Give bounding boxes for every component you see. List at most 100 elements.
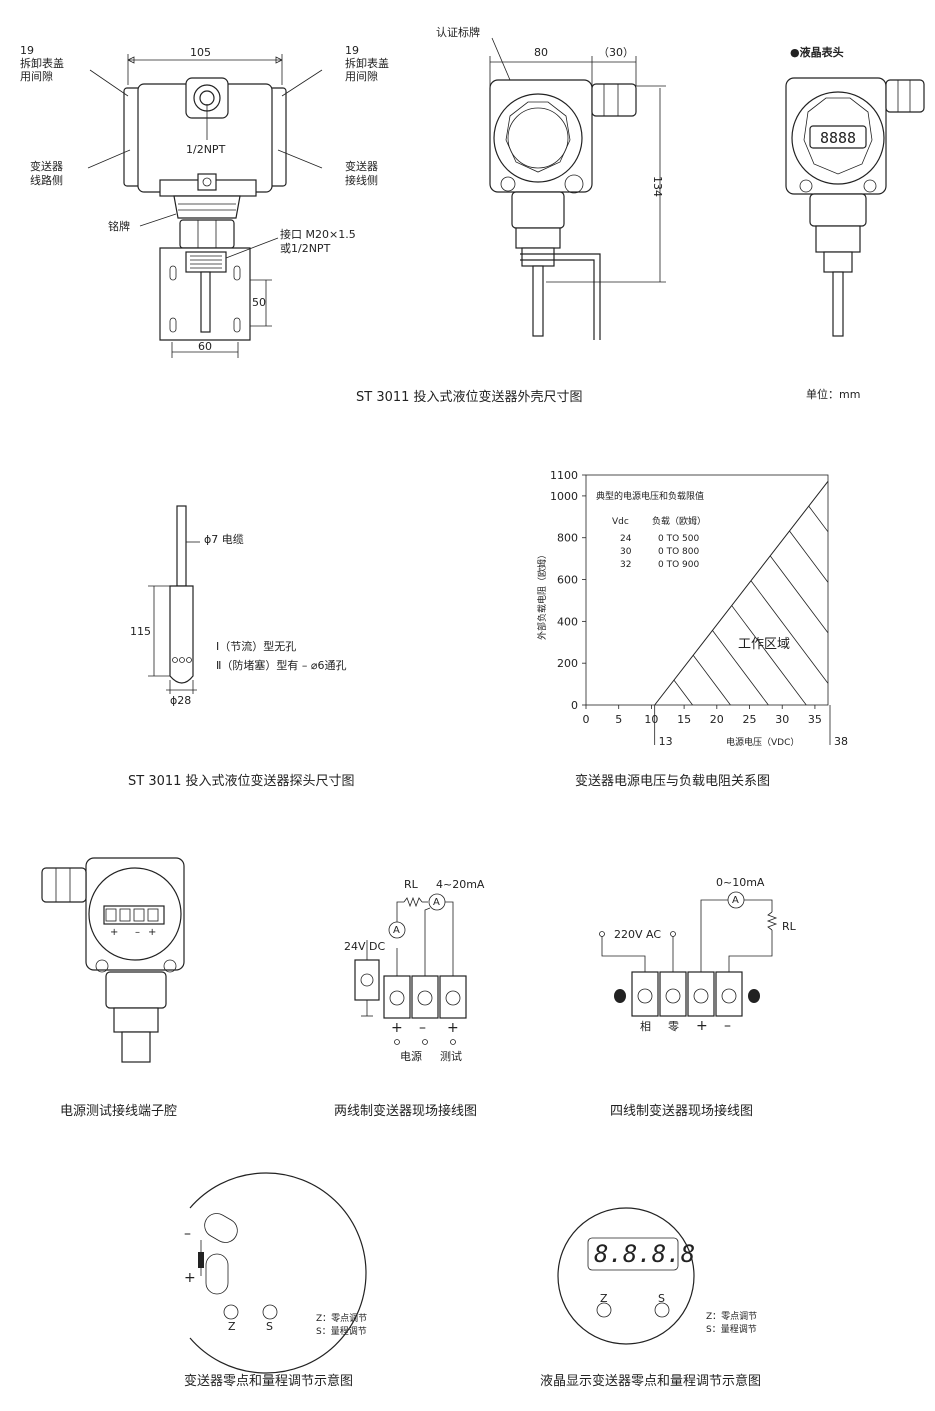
cover-gap-right-2: 用间隙 (345, 70, 378, 83)
cover-gap-left-1: 拆卸表盖 (20, 57, 64, 70)
dim-80: 80 (534, 46, 548, 59)
dim-19-left: 19 (20, 44, 34, 57)
chart-xlabel: 电源电压（VDC） (726, 738, 800, 748)
y-tick-label-800: 800 (557, 532, 578, 545)
dim-134: 134 (651, 176, 664, 197)
x-tick-label-35: 35 (808, 713, 822, 726)
port-label-2: 或1/2NPT (280, 242, 331, 255)
two-wire-ammeter-2: A (433, 897, 440, 908)
hatch-6 (769, 555, 829, 634)
four-wire-label-3: + (696, 1018, 708, 1034)
lcd-head-label: ●液晶表头 (790, 46, 844, 59)
lcd-legend-s: S：量程调节 (706, 1325, 757, 1335)
hatch-1 (673, 679, 693, 706)
caption-terminal: 电源测试接线端子腔 (60, 1104, 178, 1119)
caption-adjust: 变送器零点和量程调节示意图 (184, 1374, 354, 1389)
lcd-legend-z: Z：零点调节 (706, 1312, 758, 1322)
adjust-plus: + (184, 1270, 196, 1286)
chart-title: 典型的电源电压和负载限值 (596, 492, 705, 502)
caption-lcd-adjust: 液晶显示变送器零点和量程调节示意图 (540, 1374, 762, 1389)
chart-region-label: 工作区域 (738, 637, 791, 652)
chart-row-1-v: 24 (620, 534, 632, 544)
adjust-diagram-lcd (557, 1207, 695, 1345)
lcd-head-digits: 8888 (820, 129, 856, 147)
x-tick-label-0: 0 (583, 713, 590, 726)
dim-105: 105 (190, 46, 211, 59)
hatch-2 (692, 655, 731, 706)
dim-19-right: 19 (345, 44, 359, 57)
chart-row-3-r: 0 TO 900 (658, 560, 700, 570)
wiring-side-2: 接线侧 (345, 174, 378, 187)
probe-cable-label: ϕ7 电缆 (204, 533, 244, 546)
chamber-sign-2: – (135, 927, 140, 938)
x-mark-label-13: 13 (659, 735, 673, 748)
boundary-line (654, 480, 829, 706)
two-wire-rl: RL (404, 878, 418, 891)
hatch-7 (789, 530, 829, 583)
circuit-side-2: 线路侧 (30, 174, 63, 187)
chart-ylabel: 外部负载电阻（欧姆） (538, 549, 548, 640)
unit-label: 单位：mm (806, 388, 861, 401)
y-tick-label-200: 200 (557, 657, 578, 670)
two-wire-test: 测试 (440, 1050, 462, 1063)
chamber-sign-3: + (148, 927, 157, 938)
chamber-sign-1: + (110, 927, 119, 938)
chart-table-h1: Vdc (612, 517, 629, 527)
chart-table-h2: 负载（欧姆） (652, 517, 707, 527)
adjust-legend-z: Z：零点调节 (316, 1314, 368, 1324)
cover-gap-right-1: 拆卸表盖 (345, 57, 389, 70)
y-tick-label-1100: 1100 (550, 469, 578, 482)
x-tick-label-25: 25 (743, 713, 757, 726)
two-wire-ammeter-1: A (393, 925, 400, 936)
two-wire-sign-1: + (391, 1020, 403, 1036)
adjust-diagram-basic (189, 1172, 367, 1374)
y-tick-label-400: 400 (557, 615, 578, 628)
four-wire-current: 0~10mA (716, 876, 765, 889)
adjust-legend-s: S：量程调节 (316, 1327, 367, 1337)
lcd-head-view: 8888 (785, 77, 925, 337)
four-wire-label-1: 相 (640, 1020, 651, 1033)
four-wire-label-2: 零 (668, 1020, 679, 1033)
circuit-side-1: 变送器 (30, 160, 63, 173)
wiring-side-1: 变送器 (345, 160, 378, 173)
y-tick-label-1000: 1000 (550, 490, 578, 503)
caption-housing: ST 3011 投入式液位变送器外壳尺寸图 (356, 390, 583, 405)
adjust-s: S (266, 1320, 273, 1333)
dim-60: 60 (198, 340, 212, 353)
lcd-s: S (658, 1292, 665, 1305)
dim-30: （30） (598, 46, 634, 59)
four-wire-rl: RL (782, 920, 796, 933)
two-wire-sign-3: + (447, 1020, 459, 1036)
cert-plate-label: 认证标牌 (436, 26, 480, 39)
housing-front-view (87, 54, 323, 358)
cover-gap-left-2: 用间隙 (20, 70, 53, 83)
four-wire-label-4: – (724, 1018, 731, 1034)
chart-frame (585, 474, 829, 706)
two-wire-supply: 24V DC (344, 940, 386, 953)
chart-row-2-r: 0 TO 800 (658, 547, 700, 557)
chart-row-2-v: 30 (620, 547, 632, 557)
caption-probe: ST 3011 投入式液位变送器探头尺寸图 (128, 774, 355, 789)
chart-row-3-v: 32 (620, 560, 632, 570)
hatch-4 (731, 605, 807, 706)
four-wire-ammeter: A (732, 895, 739, 906)
probe-dim-115: 115 (130, 625, 151, 638)
hatch-3 (712, 630, 769, 706)
hatch-8 (808, 505, 829, 533)
caption-chart: 变送器电源电压与负载电阻关系图 (575, 774, 771, 789)
two-wire-sign-2: – (419, 1020, 426, 1036)
x-tick-label-15: 15 (677, 713, 691, 726)
probe-type-1: Ⅰ（节流）型无孔 (216, 640, 297, 653)
x-mark-label-38: 38 (834, 735, 848, 748)
lcd-digits: 8.8.8.8 (594, 1240, 696, 1268)
terminal-chamber (41, 857, 185, 1063)
probe-type-2: Ⅱ（防堵塞）型有 – ⌀6通孔 (216, 659, 347, 672)
four-wire-diagram (599, 891, 778, 1017)
housing-side-view (489, 37, 666, 340)
dim-50: 50 (252, 296, 266, 309)
x-tick-label-5: 5 (615, 713, 622, 726)
y-tick-label-600: 600 (557, 574, 578, 587)
y-tick-label-0: 0 (571, 699, 578, 712)
four-wire-supply: 220V AC (614, 928, 662, 941)
